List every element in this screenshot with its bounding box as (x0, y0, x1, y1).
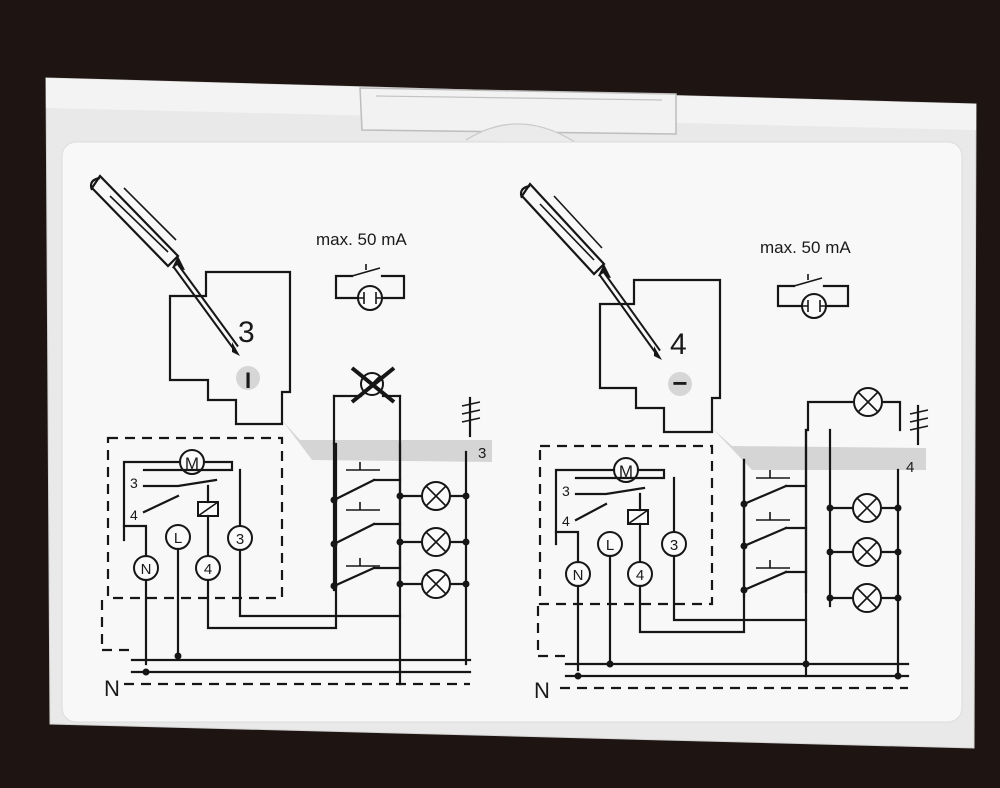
knob-symbol-right: − (672, 368, 687, 398)
svg-text:L: L (174, 530, 182, 547)
lamp-icon (806, 387, 902, 432)
svg-text:3: 3 (236, 531, 244, 548)
contact-4-right: 4 (562, 513, 570, 529)
knob-left (236, 366, 260, 390)
svg-text:3: 3 (670, 537, 678, 554)
wire-bundle-right (909, 404, 929, 446)
contact-3-right: 3 (562, 483, 570, 499)
lamp-icon (421, 569, 451, 599)
setting-number-left: 3 (238, 316, 255, 349)
bundle-count-left: 3 (478, 445, 486, 462)
bundle-count-right: 4 (906, 459, 914, 476)
timer-enclosure-right (538, 444, 714, 606)
motor-label-left: M (185, 454, 199, 473)
lamp-icon (421, 481, 451, 511)
lamp-column-left (396, 450, 470, 666)
screwdriver-icon (519, 182, 662, 360)
knob-right (668, 372, 692, 396)
pushbutton-icon (334, 264, 406, 311)
lamp-icon (421, 527, 451, 557)
lamp-icon (852, 493, 882, 523)
lamp-icon (852, 583, 882, 613)
left-wiring-diagram: 3 I max. 50 mA 3 M (89, 174, 492, 701)
gray-band-right (712, 428, 926, 470)
lamp-column-right (826, 428, 902, 678)
svg-text:4: 4 (636, 567, 644, 584)
motor-label-right: M (619, 462, 633, 481)
current-label-left: max. 50 mA (316, 230, 407, 249)
svg-text:N: N (141, 561, 152, 578)
wire-bundle-left (461, 396, 481, 438)
lamp-icon (852, 537, 882, 567)
contact-3-left: 3 (130, 475, 138, 491)
device-housing-left (168, 270, 292, 426)
switch-array-left (330, 442, 402, 592)
timer-enclosure-left (106, 436, 284, 600)
knob-symbol-left: I (245, 368, 251, 393)
switch-array-right (740, 428, 808, 598)
pushbutton-icon (776, 274, 850, 319)
neutral-label-right: N (534, 678, 550, 703)
crossed-lamp-icon (332, 366, 402, 404)
setting-number-right: 4 (670, 328, 687, 361)
svg-text:N: N (573, 567, 584, 584)
product-box (45, 77, 977, 749)
current-label-right: max. 50 mA (760, 238, 851, 257)
screwdriver-icon (89, 174, 240, 356)
neutral-label-left: N (104, 676, 120, 701)
svg-text:4: 4 (204, 561, 212, 578)
device-housing-right (598, 278, 722, 434)
contact-4-left: 4 (130, 507, 138, 523)
svg-text:L: L (606, 537, 614, 554)
right-wiring-diagram: 4 − max. 50 mA 4 M 3 4 (519, 182, 929, 703)
